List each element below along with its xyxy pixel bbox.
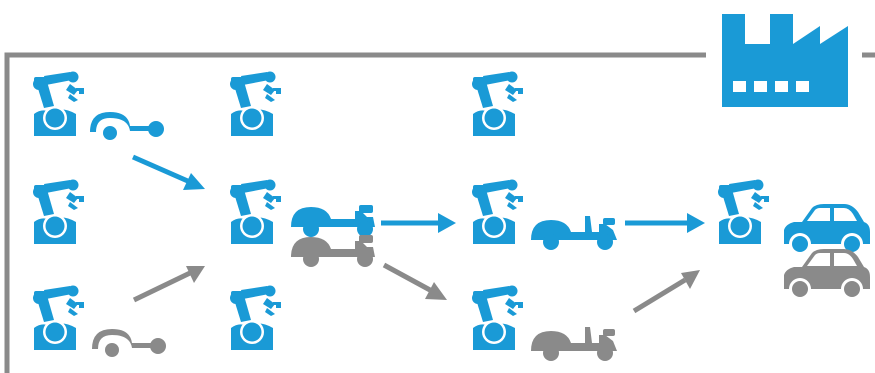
- production-frame: [4, 52, 875, 373]
- arrow-icon: [625, 213, 705, 233]
- factory-icon: [722, 14, 848, 107]
- robot-arm-icon: [33, 179, 84, 244]
- robot-arm-icon: [230, 71, 281, 136]
- robot-arm-icon: [230, 179, 281, 244]
- robot-arm-icon: [33, 285, 84, 350]
- arrow-icon: [132, 266, 205, 303]
- arrow-icon: [381, 213, 456, 233]
- robot-arm-icon: [230, 285, 281, 350]
- arrow-icon: [131, 154, 205, 190]
- arrow-icon: [632, 270, 700, 314]
- car-icon: [784, 204, 870, 255]
- vehicle-chassis-icon: [291, 205, 375, 237]
- vehicle-chassis-icon: [531, 327, 617, 361]
- vehicle-chassis-icon: [90, 112, 164, 140]
- robot-arm-icon: [472, 285, 523, 350]
- vehicle-chassis-icon: [291, 235, 375, 267]
- robot-arm-icon: [33, 71, 84, 136]
- robot-arm-icon: [718, 179, 769, 244]
- car-icon: [784, 249, 870, 300]
- arrow-icon: [382, 262, 447, 300]
- vehicle-chassis-icon: [92, 329, 166, 357]
- robot-arm-icon: [472, 71, 523, 136]
- robot-arm-icon: [472, 179, 523, 244]
- vehicle-chassis-icon: [531, 216, 617, 250]
